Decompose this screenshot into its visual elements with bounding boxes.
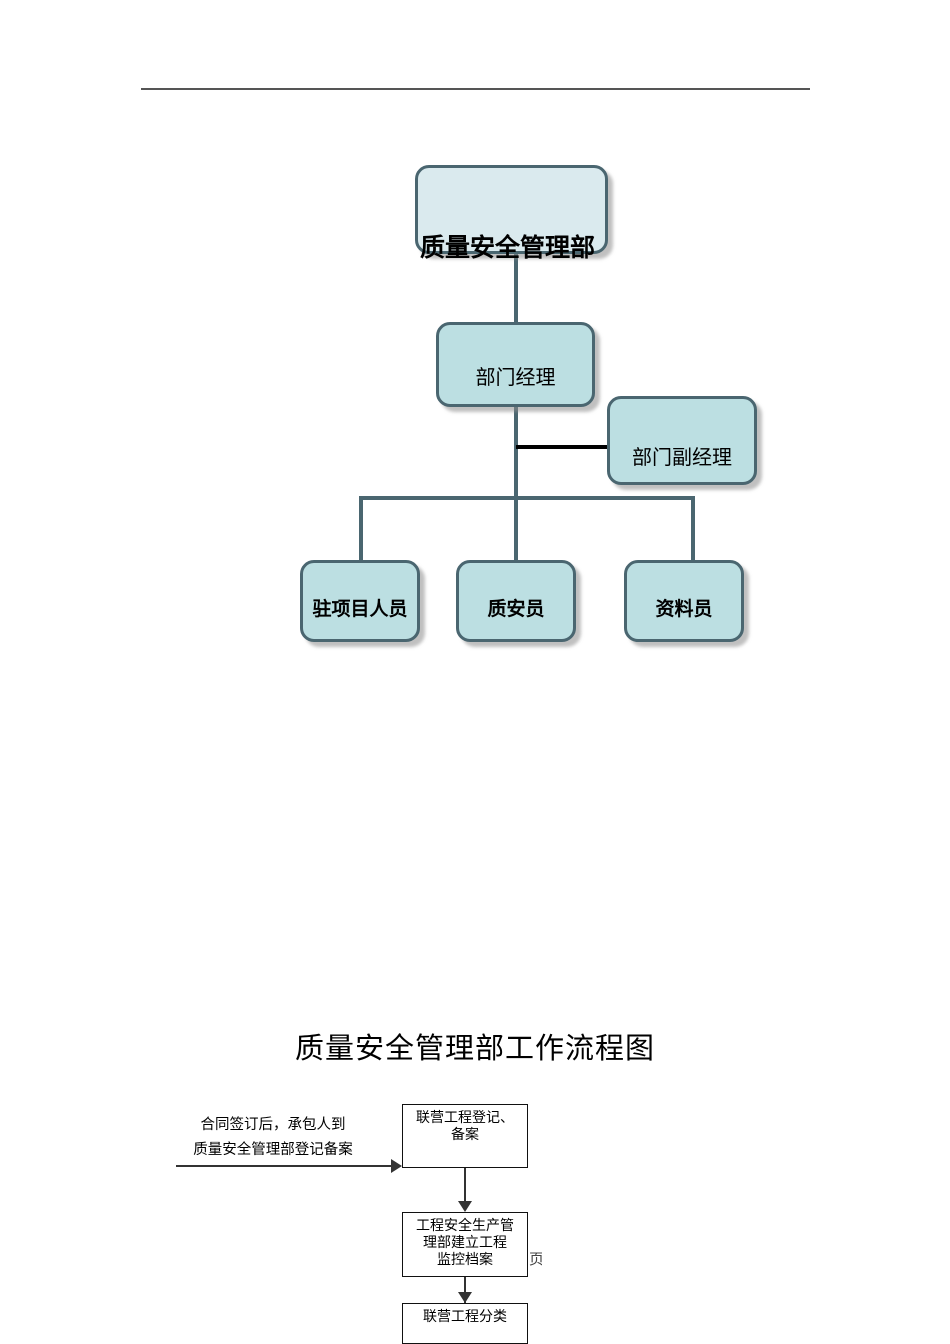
flow-arrowhead-step-2 — [458, 1201, 472, 1212]
flow-arrowhead-into-step-1 — [391, 1159, 402, 1173]
connector-branch-bar — [359, 496, 695, 500]
connector-manager-to-deputy — [516, 445, 609, 449]
flow-arrowhead-step-3 — [458, 1292, 472, 1303]
org-node-manager[interactable]: 部门经理 — [436, 322, 595, 407]
org-node-staff-1-label: 驻项目人员 — [312, 599, 408, 620]
org-node-staff-documentation-clerk[interactable]: 资料员 — [624, 560, 744, 642]
stray-glyph-page-marker: 页 — [529, 1252, 542, 1268]
flow-step-1[interactable]: 联营工程登记、 备案 — [402, 1104, 528, 1168]
header-divider — [141, 88, 810, 90]
org-node-root[interactable]: 质量安全管理部 — [415, 165, 608, 261]
flow-step-3-label: 联营工程分类 — [423, 1310, 507, 1325]
flow-step-2[interactable]: 工程安全生产管 理部建立工程 监控档案 — [402, 1212, 528, 1277]
org-node-deputy-manager-label: 部门副经理 — [632, 447, 732, 469]
connector-drop-staff-1 — [359, 496, 363, 562]
connector-root-to-manager — [514, 252, 518, 324]
org-node-manager-label: 部门经理 — [475, 367, 556, 389]
flow-step-1-label: 联营工程登记、 备案 — [416, 1111, 514, 1144]
flow-step-2-label: 工程安全生产管 理部建立工程 监控档案 — [416, 1219, 514, 1269]
flow-step-3[interactable]: 联营工程分类 — [402, 1303, 528, 1344]
flow-connector-2-to-3 — [464, 1277, 466, 1305]
flow-arrow-line-into-step-1 — [176, 1165, 394, 1167]
org-node-deputy-manager[interactable]: 部门副经理 — [607, 396, 757, 485]
connector-drop-staff-2 — [514, 496, 518, 562]
flow-caption-left: 合同签订后，承包人到 质量安全管理部登记备案 — [193, 1117, 353, 1159]
org-node-staff-3-label: 资料员 — [655, 599, 713, 620]
org-node-staff-quality-safety-officer[interactable]: 质安员 — [456, 560, 576, 642]
org-node-root-label: 质量安全管理部 — [419, 235, 595, 262]
connector-drop-staff-3 — [691, 496, 695, 562]
org-node-staff-project-personnel[interactable]: 驻项目人员 — [300, 560, 420, 642]
flow-connector-1-to-2 — [464, 1168, 466, 1206]
section-title: 质量安全管理部工作流程图 — [294, 1033, 655, 1065]
connector-manager-trunk — [514, 405, 518, 499]
org-node-staff-2-label: 质安员 — [487, 599, 545, 620]
